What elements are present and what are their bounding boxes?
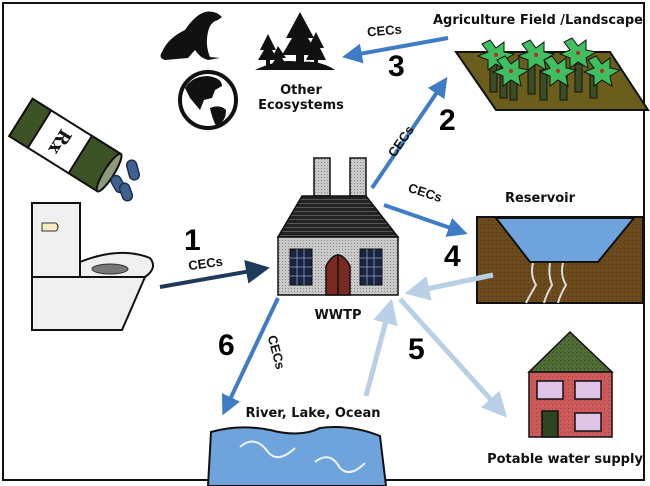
wwtp-label: WWTP (314, 308, 361, 323)
pathway-3-number: 3 (388, 50, 405, 83)
agriculture-field-icon (454, 37, 650, 111)
pathway-4-label: CECs (406, 180, 444, 205)
reservoir-icon (476, 216, 644, 304)
other-ecosystems-label-2: Ecosystems (258, 98, 344, 113)
pathway-4-number: 4 (444, 240, 461, 273)
pills-icon (110, 159, 141, 202)
agriculture-label: Agriculture Field /Landscape (433, 13, 643, 28)
arrow-pathway-4 (383, 203, 468, 237)
arrow-pathway-5-potable (398, 297, 508, 418)
arrow-pathway-1 (159, 259, 270, 289)
arrow-pathway-3 (342, 36, 449, 64)
potable-water-label: Potable water supply (487, 452, 643, 467)
arrow-pathway-5-reservoir (404, 272, 494, 301)
seal-icon (160, 11, 222, 60)
arrow-pathway-5-river (363, 298, 398, 397)
wwtp-building-icon (276, 157, 400, 296)
pathway-3-label: CECs (366, 22, 402, 40)
pathway-5-number: 5 (408, 333, 425, 366)
pathway-1-number: 1 (184, 224, 201, 257)
water-body-icon (206, 426, 388, 486)
globe-icon (178, 70, 238, 130)
pathway-6-number: 6 (218, 329, 235, 362)
arrow-pathway-6 (221, 297, 280, 416)
pill-bottle-icon: Rx (7, 97, 123, 193)
pathway-6-label: CECs (265, 334, 288, 371)
trees-icon (255, 12, 335, 70)
arrow-pathway-2 (370, 77, 448, 190)
pathway-1-label: CECs (187, 254, 223, 274)
toilet-icon (31, 202, 155, 331)
house-icon (527, 330, 614, 438)
other-ecosystems-label-1: Other (280, 83, 322, 98)
pathway-2-label: CECs (385, 123, 417, 160)
pathway-2-number: 2 (439, 104, 456, 137)
reservoir-label: Reservoir (505, 191, 576, 206)
river-label: River, Lake, Ocean (246, 406, 381, 421)
